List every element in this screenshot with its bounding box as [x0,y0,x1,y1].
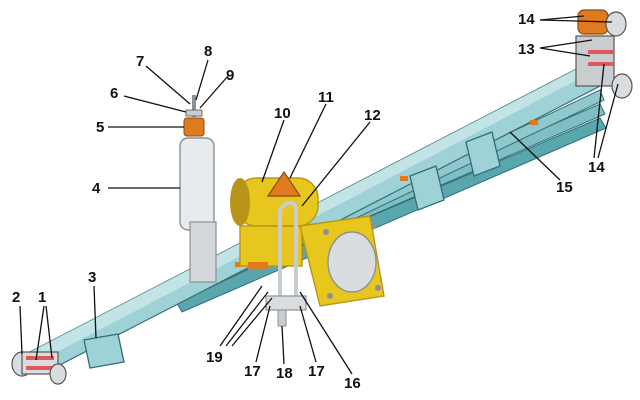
leaf-spacer [400,176,408,181]
rear-shackle-plate [575,35,615,87]
leader-14a-2 [539,19,613,23]
flange-bolt-hole [327,293,333,299]
callout-19: 19 [206,349,223,366]
axle-tube-end [230,178,250,226]
shock-body-upper [179,137,215,231]
leaf-clamp-mid [409,165,445,211]
leader-19a [219,285,263,347]
leaf-clamp-left [83,333,125,369]
flange-bolt-hole [371,223,377,229]
spring-pad [248,262,268,270]
callout-17-right: 17 [308,363,325,380]
rear-shackle-bushing [588,62,614,66]
callout-14-right: 14 [588,159,605,176]
callout-10: 10 [274,105,291,122]
leader-10 [261,119,285,183]
leader-15 [509,131,561,181]
callout-13: 13 [518,41,535,58]
leader-13a [539,39,593,49]
callout-12: 12 [364,107,381,124]
leaf-spring [28,61,607,371]
callout-16: 16 [344,375,361,392]
leader-14b-1 [593,63,605,159]
leader-3 [93,285,97,339]
leader-8 [195,59,209,101]
axle-housing [230,170,385,307]
leader-9 [199,75,229,109]
leader-18 [281,325,285,365]
rear-shackle-bolt-bottom [611,73,633,99]
callout-4: 4 [92,180,101,197]
bump-stop-pad [266,170,302,197]
leader-14a-1 [539,15,585,21]
u-bolt-legs [278,206,298,300]
leader-14b-2 [597,83,619,159]
callout-14-top: 14 [518,11,535,28]
leader-1b [45,305,53,359]
rear-shackle-bolt-top [605,11,627,37]
callout-5: 5 [96,119,104,136]
leader-2 [19,305,23,355]
callout-8: 8 [204,43,212,60]
leader-1a [35,305,45,361]
front-eye-bushing [26,356,54,360]
flange-bolt-hole [375,285,381,291]
leader-17a [255,305,271,363]
shock-absorber [179,95,217,283]
axle-flange-bore [327,231,377,293]
leaf-clamps [83,131,501,369]
front-eye-washer [49,363,67,385]
front-eye-bushing [26,366,54,370]
leader-19c [231,297,273,347]
rear-shackle-bushing [588,50,614,54]
leader-17b [299,305,317,363]
leader-7 [145,65,191,105]
callout-6: 6 [110,85,118,102]
callout-1: 1 [38,289,46,306]
shock-rod [192,95,196,117]
leaf-spacer [235,262,243,267]
callout-17-left: 17 [244,363,261,380]
leader-11 [289,103,327,179]
rear-shackle [575,9,633,99]
callout-7: 7 [136,53,144,70]
spring-seat [239,225,303,267]
callout-9: 9 [226,67,234,84]
u-bolt-nut [277,309,287,327]
leader-12 [301,121,371,207]
shock-rubber-bushing [183,117,205,137]
u-bolt-arc [278,200,298,212]
leader-lines [19,15,619,375]
u-bolts [248,200,307,327]
callout-2: 2 [12,289,20,306]
leader-6 [123,95,187,113]
callout-3: 3 [88,269,96,286]
callout-18: 18 [276,365,293,382]
leaf-spacer [530,120,538,125]
leader-19b [225,291,269,347]
leader-13b [539,47,591,57]
front-eye-bolt [11,351,67,385]
shock-body-lower [189,221,217,283]
leader-16 [299,291,353,375]
callout-15: 15 [556,179,573,196]
callout-labels: 1 2 3 4 5 6 7 8 9 10 11 12 13 14 14 15 1… [12,11,605,392]
shock-nut [185,109,203,117]
leaf-clamp-right [465,131,501,177]
callout-11: 11 [318,89,334,106]
flange-bolt-hole [323,229,329,235]
